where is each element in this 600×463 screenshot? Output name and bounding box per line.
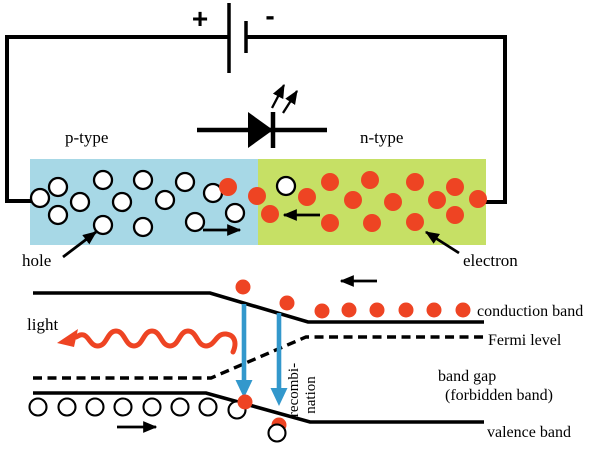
- electron-label: electron: [463, 251, 518, 270]
- hole-circle: [198, 397, 218, 417]
- electron-circle: [344, 191, 362, 209]
- electron-circle: [406, 173, 424, 191]
- hole-circle: [47, 176, 69, 198]
- light-wave-arrow-icon: [57, 328, 238, 355]
- electron-circle: [369, 302, 385, 318]
- p-region-holes: [29, 169, 246, 238]
- electron-pointer-arrow-icon: [425, 230, 460, 255]
- hole-circle: [29, 187, 51, 209]
- electron-circle: [279, 295, 295, 311]
- electron-circle: [398, 302, 414, 318]
- electron-circle: [469, 190, 487, 208]
- hole-circle: [92, 214, 114, 236]
- led-light-arrow-icon: [282, 90, 298, 114]
- fermi-level-label: Fermi level: [488, 332, 562, 349]
- led-light-arrow-icon: [270, 83, 286, 109]
- electron-circle: [298, 188, 316, 206]
- recombination-label-line2: nation: [303, 376, 319, 414]
- electron-circle: [248, 187, 266, 205]
- valence-band-holes: [28, 397, 247, 420]
- hole-circle: [132, 216, 154, 238]
- junction-holes: [267, 423, 287, 443]
- recombination-arrow-icon: [235, 304, 253, 398]
- hole-circle: [28, 397, 48, 417]
- hole-circle: [174, 171, 196, 193]
- hole-pointer-arrow-icon: [62, 230, 97, 259]
- falling-electrons: [235, 279, 295, 311]
- electron-circle: [321, 173, 339, 191]
- hole-circle: [69, 191, 91, 213]
- electron-circle: [261, 205, 279, 223]
- hole-circle: [184, 211, 206, 233]
- electron-circle: [314, 303, 330, 319]
- electron-circle: [361, 171, 379, 189]
- electron-circle: [428, 191, 446, 209]
- hole-circle: [85, 397, 105, 417]
- battery-plus-label: +: [192, 3, 208, 34]
- hole-circle: [275, 175, 297, 197]
- conduction-band-electrons: [314, 302, 471, 319]
- hole-circle: [170, 397, 190, 417]
- hole-circle: [224, 202, 246, 224]
- circuit-wire-left: [5, 35, 229, 203]
- electron-circle: [426, 302, 442, 318]
- band-gap-label-line2: (forbidden band): [445, 387, 553, 404]
- circuit-wire-right: [246, 35, 507, 204]
- electron-circle: [446, 178, 464, 196]
- hole-circle: [57, 397, 77, 417]
- conduction-band-label: conduction band: [477, 303, 583, 320]
- p-region-electrons: [219, 178, 266, 205]
- electron-circle: [235, 279, 251, 295]
- p-type-label: p-type: [65, 128, 108, 147]
- conduction-band-line: [33, 291, 484, 324]
- diode-triangle: [248, 112, 273, 148]
- hole-circle: [154, 189, 176, 211]
- hole-circle: [111, 191, 133, 213]
- electron-circle: [446, 206, 464, 224]
- battery-minus-label: -: [265, 0, 274, 31]
- hole-circle: [113, 397, 133, 417]
- fermi-level-line: [33, 335, 484, 380]
- electron-circle: [384, 193, 402, 211]
- hole-circle: [267, 423, 287, 443]
- hole-circle: [47, 204, 69, 226]
- hole-circle: [92, 169, 114, 191]
- band-gap-label-line1: band gap: [438, 368, 496, 385]
- electron-circle: [455, 302, 471, 318]
- electron-circle: [363, 214, 381, 232]
- hole-label: hole: [22, 251, 51, 270]
- electron-circle: [237, 394, 253, 410]
- light-label: light: [27, 315, 58, 334]
- n-region-electrons: [261, 171, 487, 232]
- valence-band-line: [33, 391, 484, 424]
- electron-circle: [341, 302, 357, 318]
- hole-circle: [132, 169, 154, 191]
- electron-circle: [219, 178, 237, 196]
- recombination-arrow-icon: [270, 313, 288, 406]
- electron-circle: [406, 213, 424, 231]
- valence-band-label: valence band: [487, 424, 571, 441]
- electron-circle: [321, 214, 339, 232]
- recombination-label-line1: recombi-: [286, 363, 302, 417]
- n-type-label: n-type: [360, 128, 403, 147]
- n-region-holes: [275, 175, 297, 197]
- hole-circle: [142, 397, 162, 417]
